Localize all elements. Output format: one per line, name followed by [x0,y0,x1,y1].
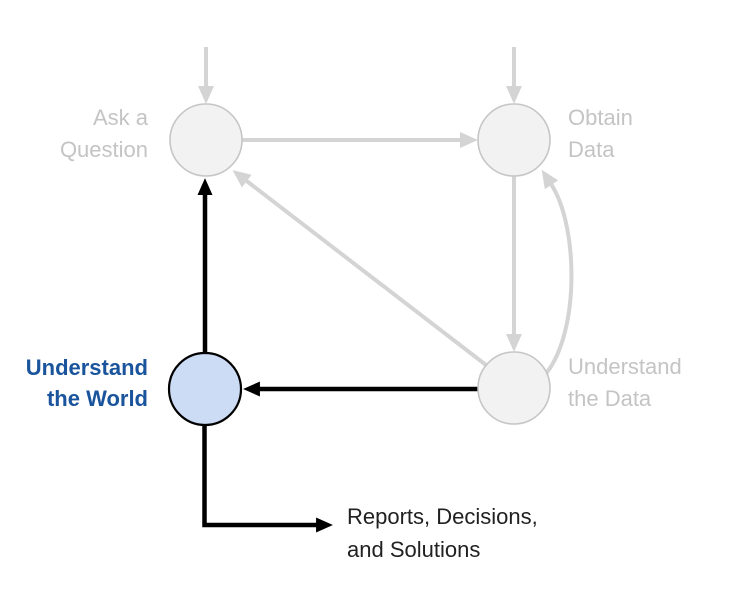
label-line: Data [568,137,615,162]
node-understand-the-data [477,351,551,425]
output-label-reports-decisions-solutions: Reports, Decisions, and Solutions [347,500,538,566]
node-label-obtain-data: Obtain Data [568,102,633,166]
arrow-understand-data-to-obtain-data-curve [541,169,574,375]
arrow-understand-data-to-ask-question [232,170,488,367]
node-label-understand-the-data: Understand the Data [568,351,682,415]
label-line: Understand [568,354,682,379]
arrow-understand-world-to-output [202,426,333,533]
label-line: Ask a [92,105,148,130]
label-line: Obtain [568,105,633,130]
node-understand-the-world [167,351,243,427]
label-line: the World [46,386,148,411]
label-line: and Solutions [347,537,481,562]
node-label-ask-a-question: Ask a Question [0,102,148,166]
label-line: Understand [25,355,148,380]
label-line: Question [59,137,148,162]
node-obtain-data [477,103,551,177]
node-label-understand-the-world: Understand the World [0,352,148,414]
node-ask-a-question [169,103,243,177]
label-line: the Data [568,386,652,411]
label-line: Reports, Decisions, [347,504,538,529]
